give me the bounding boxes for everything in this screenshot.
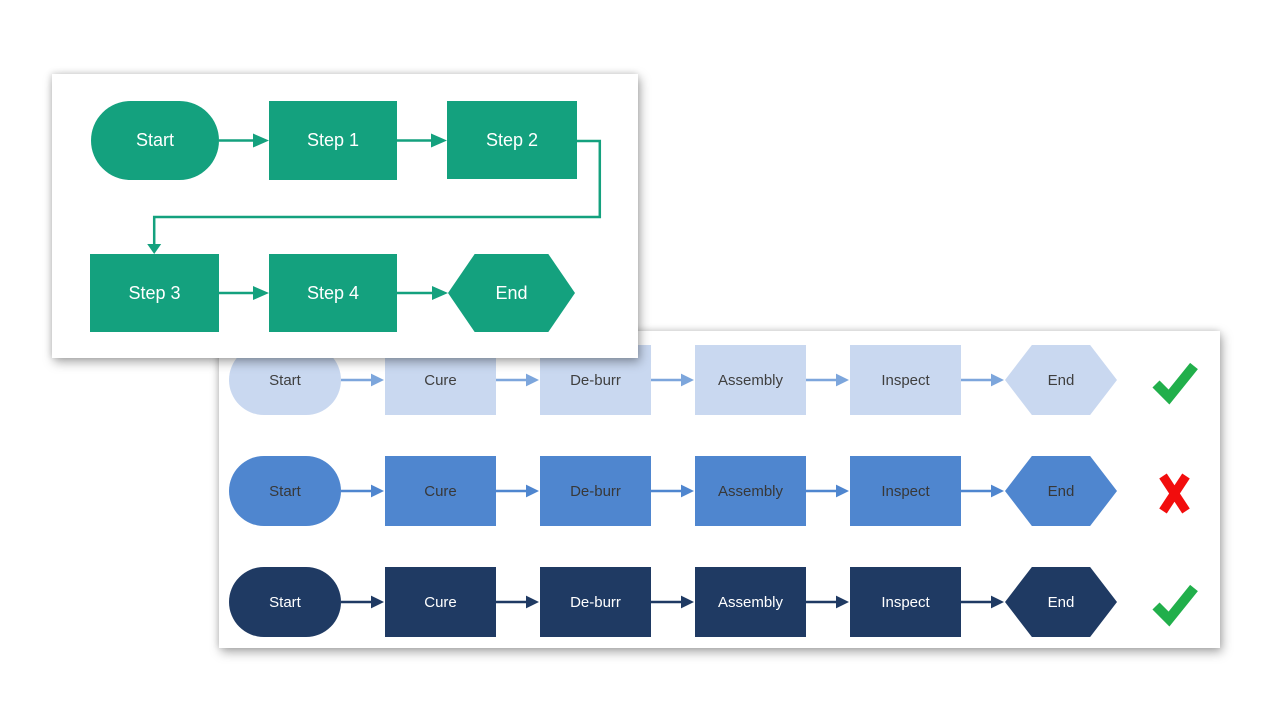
arrow-right-icon	[496, 484, 539, 498]
arrow-right-icon	[806, 595, 849, 609]
flow-row-dark: Start Cure De-burr Assembly	[219, 567, 1220, 637]
node-label: Step 1	[306, 130, 360, 150]
arrow-right-icon	[341, 373, 384, 387]
node-start[interactable]: Start	[91, 101, 219, 180]
node-label: Start	[269, 593, 301, 611]
node-end[interactable]: End	[448, 254, 575, 332]
arrow-right-icon	[496, 595, 539, 609]
node-label: Assembly	[717, 482, 784, 500]
node-label: Cure	[424, 482, 457, 500]
node-label: Cure	[424, 371, 457, 389]
node-label: Start	[135, 130, 174, 150]
node-end[interactable]: End	[1005, 456, 1117, 526]
check-icon	[1152, 584, 1198, 627]
flow-connector-lines	[147, 133, 602, 300]
node-label: Inspect	[881, 593, 930, 611]
node-end[interactable]: End	[1005, 567, 1117, 637]
blue-flowchart-comparison-card: Start Cure De-burr Assembly	[219, 331, 1220, 648]
node-label: De-burr	[570, 371, 621, 389]
node-label: De-burr	[570, 482, 621, 500]
node-step-2[interactable]: Step 2	[447, 101, 577, 179]
arrow-right-icon	[651, 484, 694, 498]
node-end[interactable]: End	[1005, 345, 1117, 415]
node-step-1[interactable]: Step 1	[269, 101, 397, 180]
arrow-right-icon	[961, 484, 1004, 498]
node-step-4[interactable]: Step 4	[269, 254, 397, 332]
node-cure[interactable]: Cure	[385, 567, 496, 637]
node-label: Start	[269, 371, 301, 389]
node-label: Inspect	[881, 371, 930, 389]
node-label: End	[1047, 593, 1075, 611]
node-inspect[interactable]: Inspect	[850, 456, 961, 526]
node-label: Start	[269, 482, 301, 500]
node-de-burr[interactable]: De-burr	[540, 567, 651, 637]
node-label: Step 2	[485, 129, 539, 150]
flow-row-medium: Start Cure De-burr Assembly	[219, 456, 1220, 526]
arrow-right-icon	[961, 373, 1004, 387]
node-step-3[interactable]: Step 3	[90, 254, 219, 332]
node-start[interactable]: Start	[229, 456, 341, 526]
node-label: End	[1047, 371, 1075, 389]
node-label: Step 3	[128, 282, 181, 303]
arrow-right-icon	[806, 484, 849, 498]
node-label: Assembly	[717, 593, 784, 611]
node-assembly[interactable]: Assembly	[695, 456, 806, 526]
node-inspect[interactable]: Inspect	[850, 567, 961, 637]
node-label: Step 4	[306, 282, 360, 303]
node-assembly[interactable]: Assembly	[695, 345, 806, 415]
node-label: End	[1047, 482, 1075, 500]
arrow-right-icon	[806, 373, 849, 387]
check-icon	[1152, 362, 1198, 405]
node-inspect[interactable]: Inspect	[850, 345, 961, 415]
arrow-right-icon	[341, 595, 384, 609]
node-label: De-burr	[570, 593, 621, 611]
node-label: Inspect	[881, 482, 930, 500]
node-cure[interactable]: Cure	[385, 456, 496, 526]
arrow-right-icon	[496, 373, 539, 387]
arrow-right-icon	[651, 595, 694, 609]
node-label: Assembly	[717, 371, 784, 389]
arrow-right-icon	[961, 595, 1004, 609]
node-de-burr[interactable]: De-burr	[540, 456, 651, 526]
arrow-right-icon	[651, 373, 694, 387]
green-flowchart-card: Start Step 1 Step 2 Step 3 Step 4 End	[52, 74, 638, 358]
node-assembly[interactable]: Assembly	[695, 567, 806, 637]
node-label: Cure	[424, 593, 457, 611]
node-label: End	[495, 282, 528, 303]
x-icon	[1159, 473, 1190, 514]
node-start[interactable]: Start	[229, 567, 341, 637]
arrow-right-icon	[341, 484, 384, 498]
